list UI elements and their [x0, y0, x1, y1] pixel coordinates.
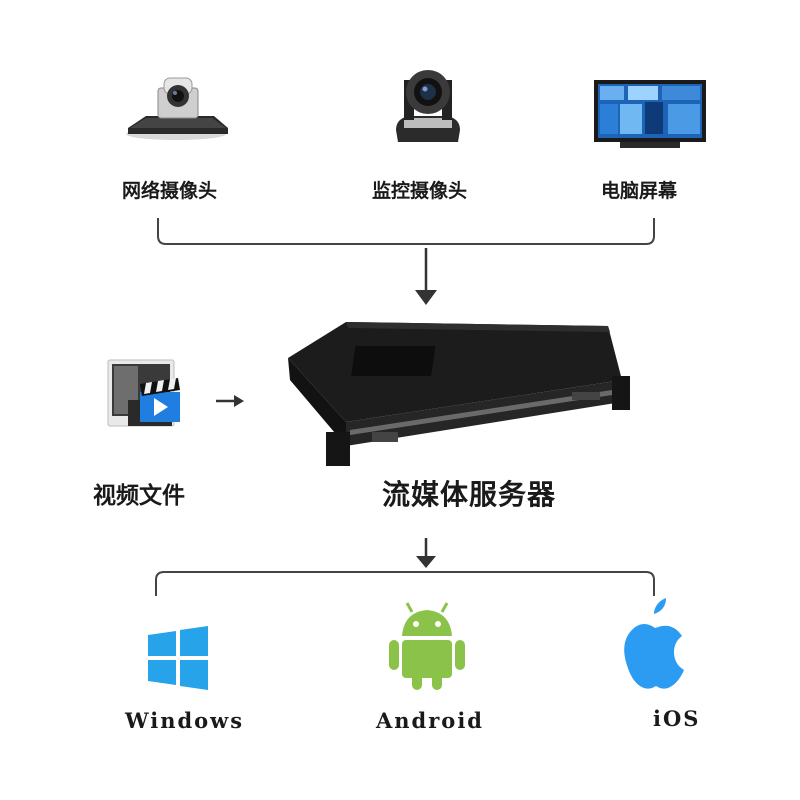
android-label: Android	[376, 708, 484, 733]
server-label: 流媒体服务器	[382, 473, 556, 513]
network-camera-label: 网络摄像头	[122, 176, 217, 203]
ios-label: iOS	[653, 706, 700, 731]
windows-label: Windows	[125, 708, 244, 733]
computer-screen-label: 电脑屏幕	[601, 176, 677, 203]
video-file-label: 视频文件	[93, 476, 185, 510]
surveillance-camera-label: 监控摄像头	[372, 176, 467, 203]
